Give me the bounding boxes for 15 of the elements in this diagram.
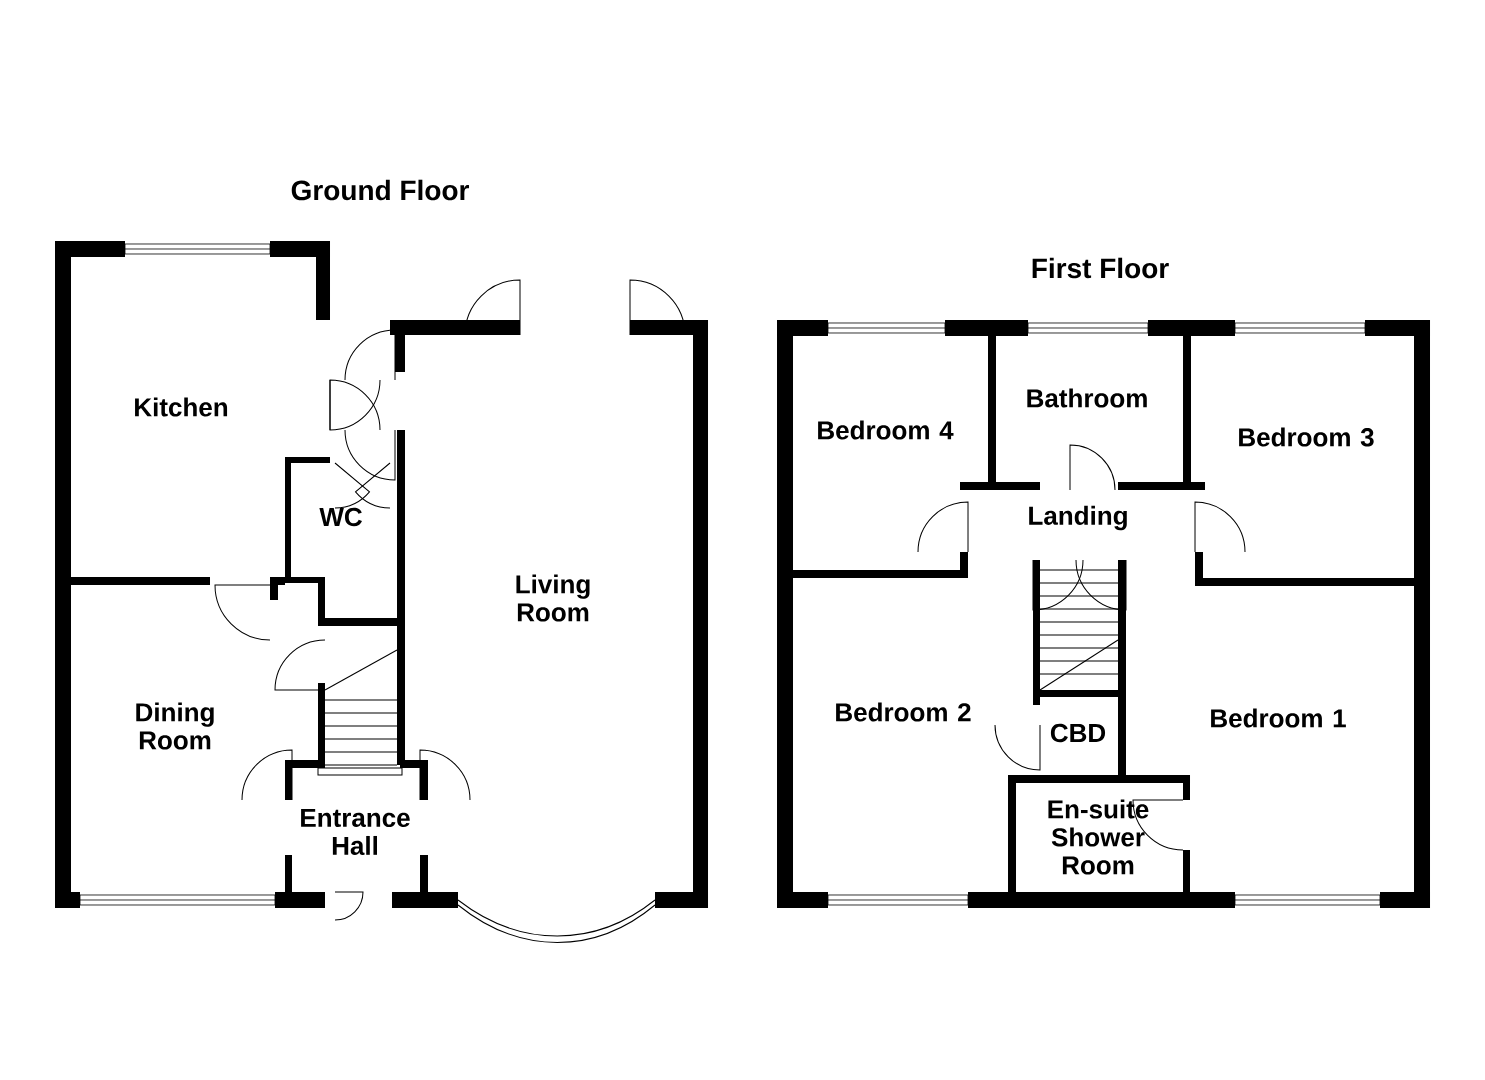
room-label: Landing bbox=[1029, 505, 1127, 531]
floor-title: Ground Floor bbox=[291, 179, 469, 201]
room-label: Bathroom bbox=[1027, 388, 1147, 408]
room-label: WC bbox=[319, 507, 362, 527]
floor-title: First Floor bbox=[1032, 257, 1169, 279]
room-label: Dining Room bbox=[136, 702, 214, 750]
room-label: Bedroom 1 bbox=[1211, 708, 1346, 728]
room-label: Entrance Hall bbox=[301, 808, 410, 856]
room-label: Living Room bbox=[516, 574, 590, 622]
room-label: Kitchen bbox=[135, 397, 228, 417]
room-label: Bedroom 4 bbox=[818, 420, 954, 440]
room-label: Bedroom 3 bbox=[1239, 427, 1374, 447]
room-label: Bedroom 2 bbox=[836, 702, 971, 722]
room-label: En-suite Shower Room bbox=[1048, 799, 1149, 875]
room-label: CBD bbox=[1050, 723, 1106, 743]
